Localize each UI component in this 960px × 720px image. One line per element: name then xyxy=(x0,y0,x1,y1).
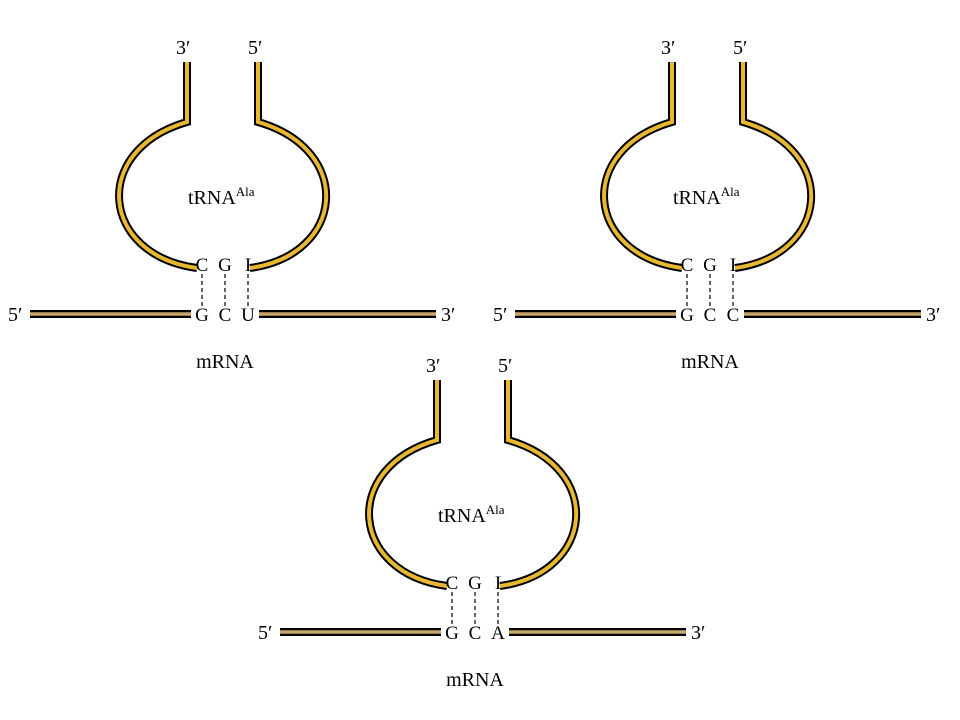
trna-3-prime-end: 3′ xyxy=(176,37,190,59)
anticodon-base-2: G xyxy=(218,255,232,276)
trna-superscript: Ala xyxy=(721,184,740,199)
trna-5-prime-end: 5′ xyxy=(248,37,262,59)
mrna-5-prime-end: 5′ xyxy=(493,304,507,326)
mrna-5-prime-end: 5′ xyxy=(8,304,22,326)
trna-5-prime-end: 5′ xyxy=(498,355,512,377)
mrna-label: mRNA xyxy=(446,669,504,691)
trna-3-prime-end: 3′ xyxy=(426,355,440,377)
trna-superscript: Ala xyxy=(486,502,505,517)
mrna-5-prime-end: 5′ xyxy=(258,622,272,644)
trna-label: tRNAAla xyxy=(673,184,740,209)
mrna-3-prime-end: 3′ xyxy=(926,304,940,326)
mrna-label: mRNA xyxy=(681,351,739,373)
panel-3: 3′ 5′ tRNAAla C G I G C A 5′ 3′ mRNA xyxy=(258,355,705,691)
anticodon-base-1: C xyxy=(681,255,694,276)
anticodon-base-1: C xyxy=(446,573,459,594)
trna-strand xyxy=(600,62,815,272)
anticodon-base-3: I xyxy=(730,255,736,276)
trna-3-prime-end: 3′ xyxy=(661,37,675,59)
base-pair-bonds xyxy=(201,274,249,306)
trna-name: tRNA xyxy=(438,505,486,527)
anticodon-base-3: I xyxy=(495,573,501,594)
mrna-label: mRNA xyxy=(196,351,254,373)
anticodon-base-2: G xyxy=(703,255,717,276)
trna-name: tRNA xyxy=(188,187,236,209)
trna-label: tRNAAla xyxy=(438,502,505,527)
codon-base-2: C xyxy=(219,305,232,326)
base-pair-bonds xyxy=(686,274,734,306)
codon-base-3: C xyxy=(727,305,740,326)
trna-label: tRNAAla xyxy=(188,184,255,209)
trna-strand xyxy=(365,380,580,590)
codon-base-1: G xyxy=(445,623,459,644)
mrna-3-prime-end: 3′ xyxy=(441,304,455,326)
anticodon-base-1: C xyxy=(196,255,209,276)
panel-1: 3′ 5′ tRNAAla C G I G C U 5′ 3′ mRNA xyxy=(8,37,455,373)
trna-strand xyxy=(115,62,330,272)
trna-name: tRNA xyxy=(673,187,721,209)
anticodon-base-2: G xyxy=(468,573,482,594)
codon-base-1: G xyxy=(195,305,209,326)
codon-base-2: C xyxy=(704,305,717,326)
anticodon-base-3: I xyxy=(245,255,251,276)
mrna-3-prime-end: 3′ xyxy=(691,622,705,644)
trna-superscript: Ala xyxy=(236,184,255,199)
codon-base-3: U xyxy=(241,305,255,326)
codon-base-3: A xyxy=(491,623,505,644)
trna-5-prime-end: 5′ xyxy=(733,37,747,59)
panel-2: 3′ 5′ tRNAAla C G I G C C 5′ 3′ mRNA xyxy=(493,37,940,373)
codon-base-1: G xyxy=(680,305,694,326)
codon-base-2: C xyxy=(469,623,482,644)
base-pair-bonds xyxy=(451,592,499,624)
